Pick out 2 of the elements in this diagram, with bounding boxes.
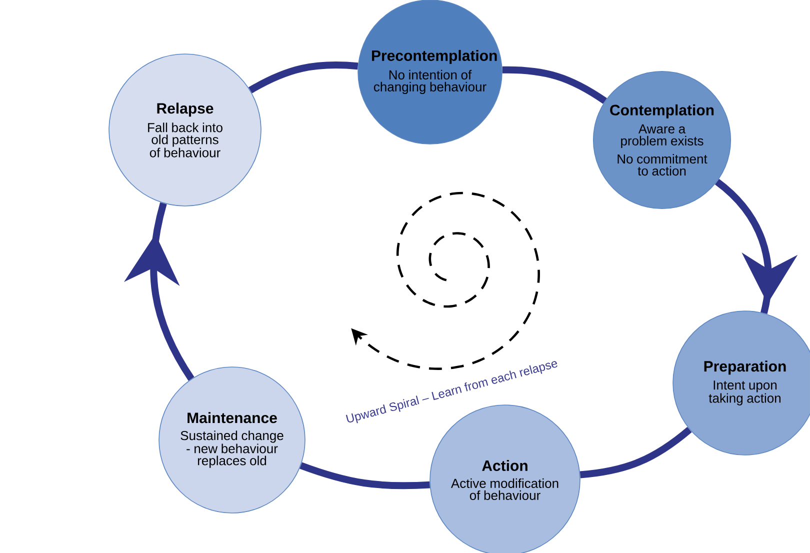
ring-arrow: [714, 178, 798, 314]
ring-arrow: [124, 202, 194, 381]
